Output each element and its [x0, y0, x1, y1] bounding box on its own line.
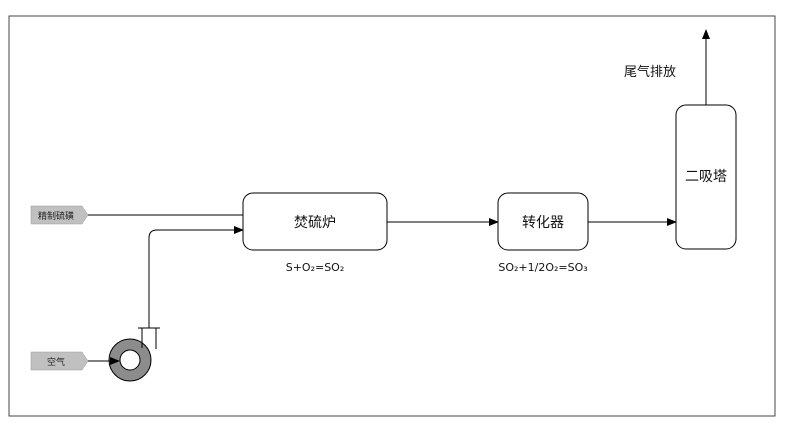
- incinerator-label: 焚硫炉: [294, 215, 336, 231]
- sulfur-input-tag: 精制硫磺: [30, 205, 89, 225]
- exhaust-label: 尾气排放: [624, 64, 676, 80]
- flow-fan-to-incinerator: [148, 226, 244, 328]
- diagram-frame: [8, 15, 776, 417]
- air-tag-label: 空气: [47, 356, 65, 368]
- blower-fan-icon: [108, 327, 160, 382]
- converter-label: 转化器: [522, 215, 564, 231]
- conversion-equation: SO₂+1/2O₂=SO₃: [498, 261, 587, 274]
- sulfur-tag-shape: [30, 205, 89, 225]
- combustion-equation: S+O₂=SO₂: [286, 261, 345, 274]
- air-tag-shape: [30, 351, 89, 371]
- sulfur-tag-label: 精制硫磺: [38, 210, 74, 222]
- absorber-label: 二吸塔: [685, 169, 727, 185]
- air-input-tag: 空气: [30, 351, 89, 371]
